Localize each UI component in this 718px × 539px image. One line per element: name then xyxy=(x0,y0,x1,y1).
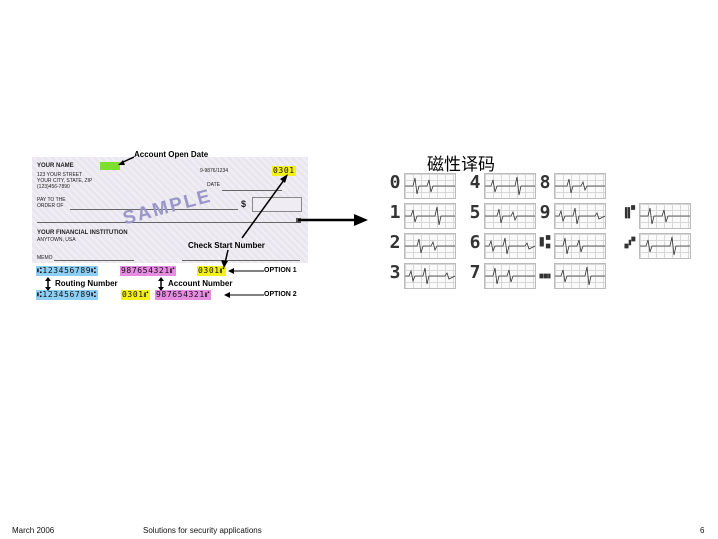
waveform-trace xyxy=(405,238,455,254)
decode-title: 磁性译码 xyxy=(427,155,495,175)
decode-arrow xyxy=(298,214,368,226)
micr-glyph: 1 xyxy=(389,202,401,223)
micr-check-option2: 0301⑈ xyxy=(121,290,151,300)
account-double-arrow xyxy=(158,277,164,291)
micr-routing-option2: ⑆123456789⑆ xyxy=(36,290,98,300)
check-start-number-label: Check Start Number xyxy=(188,241,265,250)
micr-glyph: ⑈ xyxy=(624,202,636,223)
micr-glyph: ⑆ xyxy=(539,232,551,253)
check-address-line3: (123)456-7890 xyxy=(37,184,70,190)
waveform-plot xyxy=(404,173,456,199)
waveform-plot xyxy=(554,233,606,259)
waveform-plot xyxy=(484,263,536,289)
option2-label: OPTION 2 xyxy=(264,291,297,298)
date-line xyxy=(222,190,282,191)
waveform-trace xyxy=(405,267,455,285)
micr-account-option2: 987654321⑈ xyxy=(155,290,212,300)
micr-check-option1: 0301⑈ xyxy=(197,266,227,276)
bank-city: ANYTOWN, USA xyxy=(37,237,76,243)
account-number-label: Account Number xyxy=(168,279,233,288)
account-open-date-label: Account Open Date xyxy=(134,150,209,159)
payee-line xyxy=(70,209,238,210)
magnetic-decode-table: 0 4 8 1 5 9 ⑈ 2 6 ⑆ ⑇ 3 7 ⑉ xyxy=(388,172,691,292)
waveform-plot xyxy=(554,263,606,289)
waveform-plot xyxy=(484,173,536,199)
footer-date: March 2006 xyxy=(12,526,55,535)
check-start-arrows xyxy=(221,174,288,268)
waveform-trace xyxy=(405,206,455,226)
check-fraction-number: 9-9876/1234 xyxy=(200,168,229,174)
waveform-trace xyxy=(555,207,605,225)
micr-account-option1: 987654321⑈ xyxy=(120,266,177,276)
waveform-trace xyxy=(485,267,535,285)
memo-label: MEMO xyxy=(37,255,53,261)
micr-glyph: 5 xyxy=(469,202,481,223)
open-date-highlight: 0000 xyxy=(100,162,120,170)
date-label: DATE xyxy=(207,182,220,188)
waveform-trace xyxy=(405,177,455,195)
page-number: 6 xyxy=(700,526,705,535)
waveform-trace xyxy=(485,176,535,196)
waveform-trace xyxy=(555,266,605,286)
routing-double-arrow xyxy=(45,277,51,291)
micr-glyph: 7 xyxy=(469,262,481,283)
micr-glyph: 0 xyxy=(389,172,401,193)
micr-glyph: ⑇ xyxy=(624,232,636,253)
check-account-name: YOUR NAME xyxy=(37,163,74,169)
waveform-plot xyxy=(484,203,536,229)
waveform-trace xyxy=(485,208,535,224)
waveform-trace xyxy=(555,237,605,255)
open-date-arrow xyxy=(118,156,134,165)
waveform-plot xyxy=(554,203,606,229)
sample-watermark: SAMPLE xyxy=(120,185,215,230)
waveform-trace xyxy=(555,178,605,194)
waveform-plot xyxy=(554,173,606,199)
routing-number-label: Routing Number xyxy=(55,279,118,288)
waveform-trace xyxy=(640,236,690,256)
footer-title: Solutions for security applications xyxy=(143,526,262,535)
micr-glyph: 9 xyxy=(539,202,551,223)
pay-to-label: PAY TO THE ORDER OF xyxy=(37,197,66,209)
option1-arrow xyxy=(228,268,264,274)
check-address-line2: YOUR CITY, STATE, ZIP xyxy=(37,178,93,184)
bank-name: YOUR FINANCIAL INSTITUTION xyxy=(37,230,128,236)
micr-glyph: 3 xyxy=(389,262,401,283)
waveform-plot xyxy=(404,203,456,229)
check-number-top: 0301 xyxy=(272,166,296,176)
micr-glyph: 2 xyxy=(389,232,401,253)
micr-glyph: 8 xyxy=(539,172,551,193)
memo-line xyxy=(54,260,134,261)
check-address-line1: 123 YOUR STREET xyxy=(37,172,83,178)
micr-glyph: 4 xyxy=(469,172,481,193)
waveform-trace xyxy=(485,237,535,255)
micr-glyph: 6 xyxy=(469,232,481,253)
amount-box xyxy=(252,197,302,212)
dollar-sign: $ xyxy=(241,199,247,209)
micr-glyph: ⑉ xyxy=(539,262,551,283)
waveform-plot xyxy=(404,233,456,259)
micr-routing-option1: ⑆123456789⑆ xyxy=(36,266,98,276)
amount-words-line xyxy=(37,222,299,223)
option1-label: OPTION 1 xyxy=(264,267,297,274)
signature-line xyxy=(182,260,300,261)
waveform-plot xyxy=(639,203,691,229)
waveform-plot xyxy=(404,263,456,289)
waveform-trace xyxy=(640,207,690,225)
option2-arrow xyxy=(224,292,264,298)
waveform-plot xyxy=(484,233,536,259)
waveform-plot xyxy=(639,233,691,259)
